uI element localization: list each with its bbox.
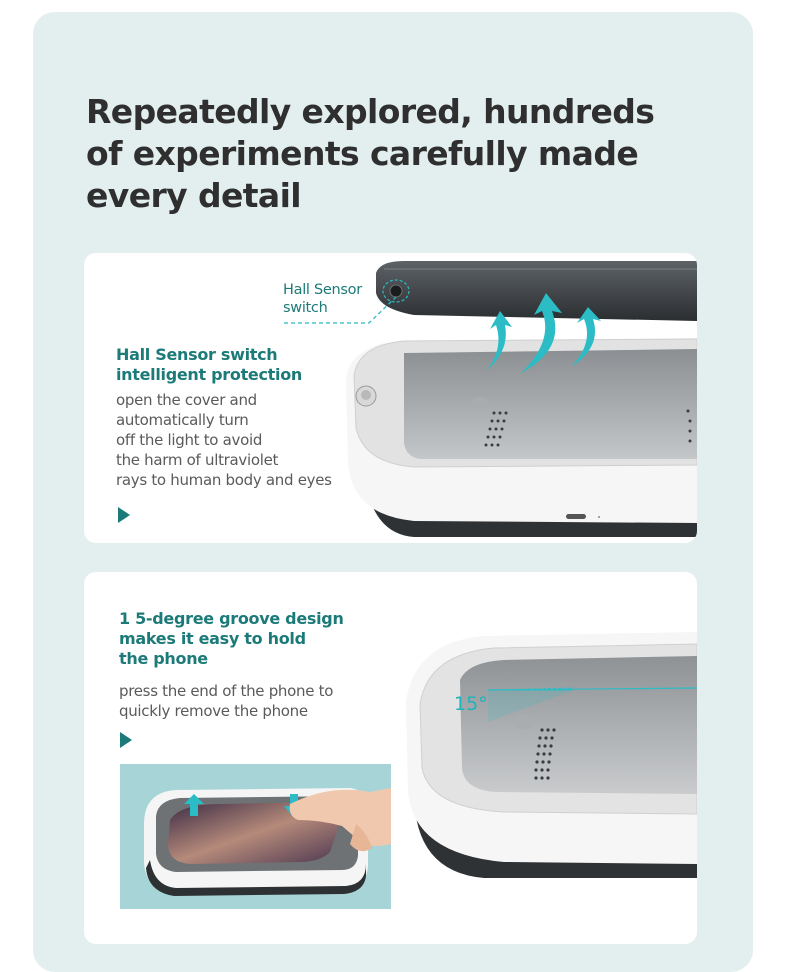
play-icon[interactable] [118,507,130,523]
groove-description: press the end of the phone to quickly re… [119,682,334,720]
groove-title: 1 5-degree groove design makes it easy t… [119,609,344,668]
play-icon[interactable] [120,732,132,748]
demo-photo-phone-in-box [120,764,391,909]
feature-card-hall-sensor: Hall Sensor switch Hall Sensor switch in… [84,253,697,543]
hall-sensor-title: Hall Sensor switch intelligent protectio… [116,345,302,384]
angle-label: 15° [454,693,488,715]
feature-card-groove: 15° 1 5-degree groove design makes it ea… [84,572,697,944]
hall-sensor-annotation: Hall Sensor switch [283,282,362,316]
product-image-groove [406,632,697,878]
hall-sensor-description: open the cover and automatically turn of… [116,391,332,489]
hand-phone-illustration [144,788,391,896]
product-image-open-lid [284,261,697,537]
